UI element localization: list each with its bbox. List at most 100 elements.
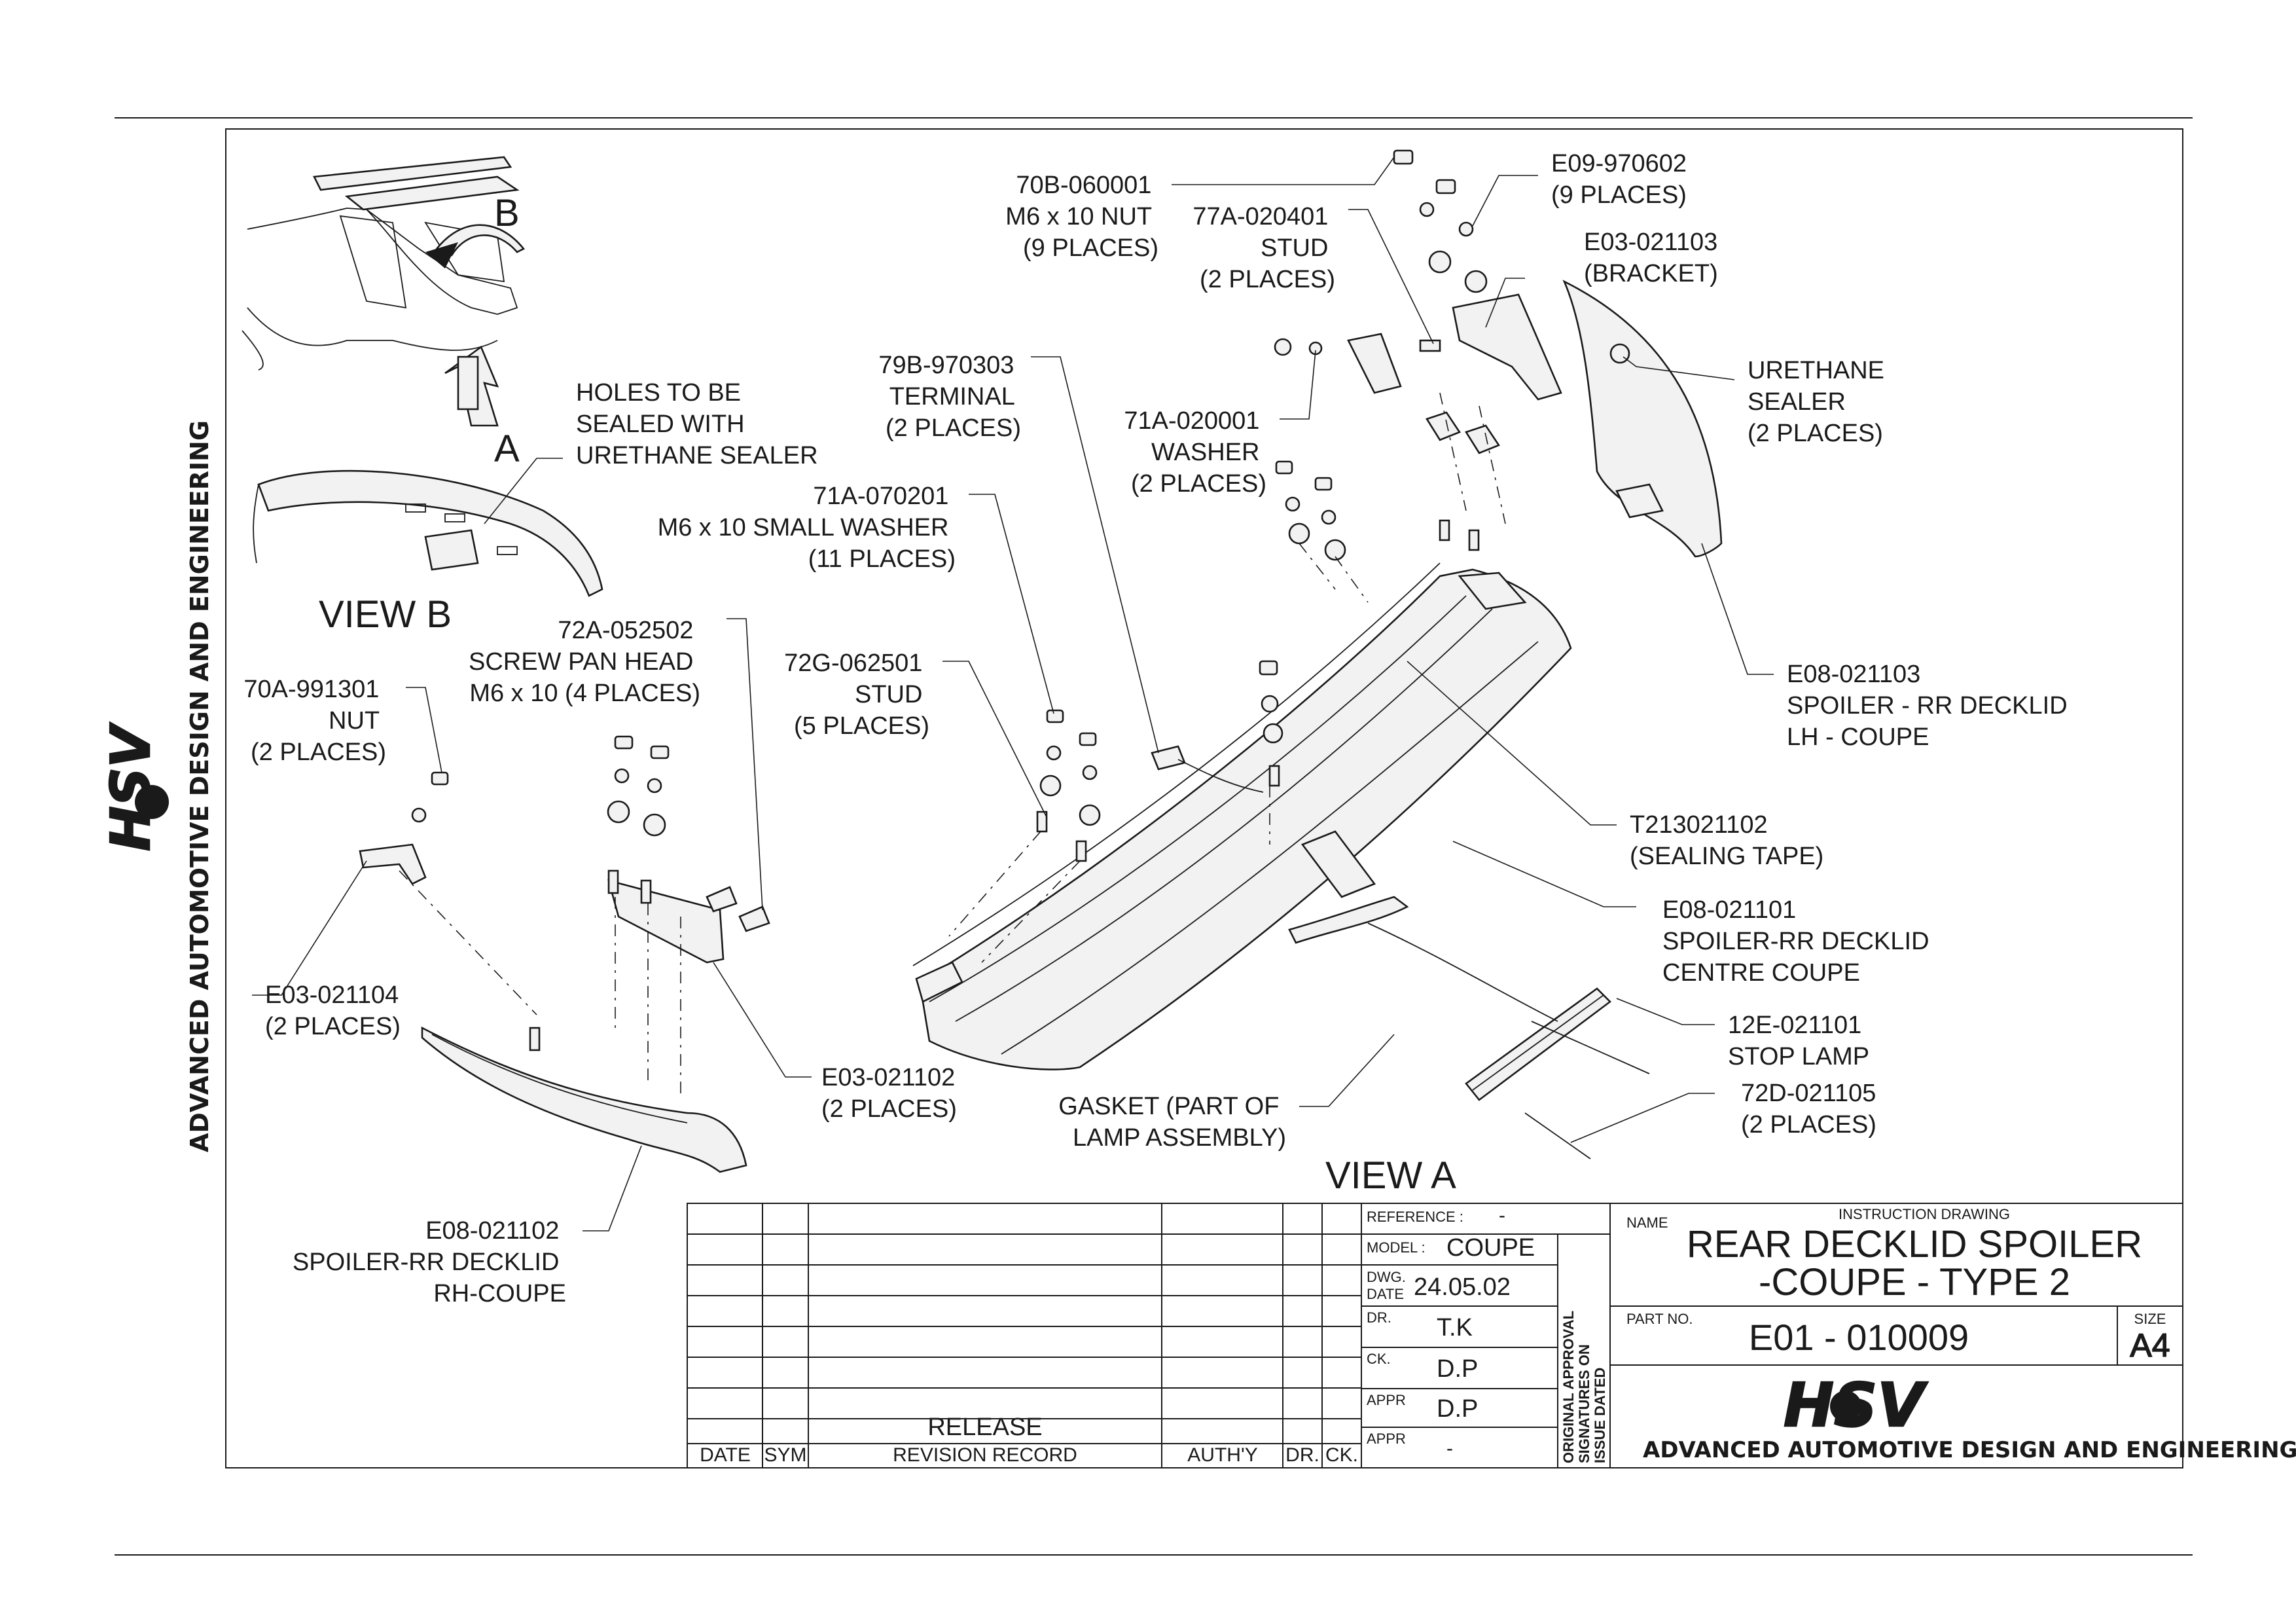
lamp-housing — [1300, 830, 1376, 898]
view-b-spoiler — [253, 469, 603, 597]
screw-rh-2 — [738, 905, 770, 932]
car-illustration — [242, 156, 526, 427]
view-b-hole-2 — [444, 513, 465, 522]
view-a-arrow-tail — [457, 356, 479, 410]
size-value: A4 — [2130, 1327, 2170, 1364]
centre-spoiler-edge-2 — [955, 608, 1493, 1022]
nut-mid-1 — [1275, 460, 1293, 475]
nut-mid-2 — [1314, 477, 1333, 491]
view-b-hole-1 — [405, 503, 426, 513]
washer-rh-1 — [614, 768, 630, 784]
callout-72a-052502: 72A-052502 SCREW PAN HEAD M6 x 10 (4 PLA… — [469, 617, 700, 707]
spoiler-left-cap — [915, 961, 963, 1003]
callout-e09-970602: E09-970602 (9 PLACES) — [1551, 150, 1694, 209]
callout-holes-to-be-sealed: HOLES TO BE SEALED WITH URETHANE SEALER — [576, 379, 818, 469]
nut-rh-1 — [614, 735, 634, 750]
spacer-mid-1 — [1288, 522, 1310, 545]
ck-value: D.P — [1437, 1355, 1478, 1383]
spacer-rh-1 — [607, 800, 630, 824]
title-block — [1361, 1203, 2183, 1468]
dwg-label-1: DWG. — [1367, 1269, 1406, 1285]
dwg-label-2: DATE — [1367, 1286, 1404, 1302]
callout-urethane-sealer: URETHANE SEALER (2 PLACES) — [1748, 357, 1892, 447]
revision-header-ck: CK. — [1325, 1444, 1358, 1466]
stop-lamp-lens — [1472, 994, 1604, 1091]
stop-lamp — [1367, 922, 1650, 1159]
sealing-tape — [912, 562, 1441, 966]
callout-labels: 70B-060001 M6 x 10 NUT (9 PLACES) E09-97… — [243, 150, 2074, 1307]
side-logo-emblem — [135, 785, 169, 819]
lamp-screw-1 — [1531, 1021, 1650, 1074]
revision-header-dr: DR. — [1285, 1444, 1319, 1466]
appr2-value: - — [1446, 1438, 1453, 1459]
view-b-arrowhead — [425, 242, 458, 268]
revision-header-record: REVISION RECORD — [893, 1444, 1077, 1466]
washer-mid-1 — [1285, 496, 1300, 512]
stud-rh-1 — [607, 869, 619, 894]
washer-centre — [1261, 695, 1279, 713]
view-b-title: VIEW B — [319, 593, 452, 636]
stud-centre — [1268, 765, 1280, 787]
spacer-left-1 — [1039, 775, 1062, 797]
trunk-opening — [339, 215, 407, 309]
callout-e08-021103: E08-021103 SPOILER - RR DECKLID LH - COU… — [1787, 661, 2074, 751]
callout-gasket: GASKET (PART OF LAMP ASSEMBLY) — [1058, 1093, 1286, 1152]
view-b-spoiler-end — [253, 484, 259, 564]
callout-70b-060001: 70B-060001 M6 x 10 NUT (9 PLACES) — [1005, 172, 1158, 262]
nut-left-1 — [1046, 709, 1064, 723]
nut-left-2 — [1079, 732, 1097, 746]
part-no-value: E01 - 010009 — [1749, 1317, 1969, 1358]
model-label: MODEL : — [1367, 1239, 1426, 1256]
reference-label: REFERENCE : — [1367, 1209, 1463, 1225]
lifted-decklid — [312, 156, 512, 191]
stop-lamp-body — [1465, 987, 1611, 1101]
callout-71a-070201: 71A-070201 M6 x 10 SMALL WASHER (11 PLAC… — [658, 483, 956, 573]
washer-rh-2 — [647, 778, 662, 793]
lh-spoiler — [1562, 280, 1723, 558]
spacer-mid-2 — [1324, 539, 1346, 561]
bracket-assembly — [1274, 149, 1562, 561]
callout-79b-970303: 79B-970303 TERMINAL (2 PLACES) — [878, 352, 1021, 442]
revision-header-sym: SYM — [764, 1444, 806, 1466]
nut-70a — [431, 771, 449, 786]
bracket-small — [1347, 333, 1402, 394]
approval-line-3: ISSUE DATED — [1592, 1368, 1608, 1463]
revision-header-authy: AUTH'Y — [1187, 1444, 1257, 1466]
appr2-label: APPR — [1367, 1431, 1406, 1447]
callout-12e-021101: 12E-021101 STOP LAMP — [1728, 1012, 1869, 1070]
reference-value: - — [1499, 1205, 1505, 1226]
assembly-lines — [399, 392, 1506, 1100]
spacer-top-2 — [1464, 270, 1488, 293]
stud-mid-2 — [1468, 529, 1480, 551]
revision-release: RELEASE — [927, 1413, 1042, 1441]
spoiler-right-pad — [1458, 572, 1527, 610]
drawing-title-line-1: REAR DECKLID SPOILER — [1687, 1223, 2142, 1266]
titleblock-logo-emblem — [1830, 1391, 1861, 1422]
view-b-spoiler-body — [257, 469, 603, 597]
name-label: NAME — [1626, 1214, 1668, 1231]
rh-spoiler — [359, 735, 770, 1173]
washer-71a-1 — [1274, 338, 1292, 356]
callout-e03-021104: E03-021104 (2 PLACES) — [265, 981, 406, 1040]
titleblock-logo-text: HSV — [1784, 1370, 1928, 1440]
terminal-79b — [1151, 745, 1186, 771]
rh-spoiler-edge — [431, 1034, 688, 1123]
lifted-spoiler — [344, 175, 520, 211]
lamp-screw-2 — [1524, 1112, 1591, 1159]
spacer-top-1 — [1428, 250, 1452, 274]
nut-top-1 — [1393, 149, 1414, 165]
lh-spoiler-clip — [1615, 483, 1664, 519]
screw-head-2 — [1465, 424, 1500, 454]
centre-hardware — [1036, 660, 1283, 862]
dr-value: T.K — [1437, 1314, 1473, 1341]
arrow-a-label: A — [494, 428, 520, 470]
approval-line-1: ORIGINAL APPROVAL — [1560, 1311, 1577, 1463]
car-lower-line — [247, 307, 498, 351]
centre-spoiler — [912, 562, 1572, 1070]
stud-rh-2 — [640, 879, 652, 904]
rh-spoiler-stud — [529, 1027, 541, 1051]
callout-e03-021103: E03-021103 (BRACKET) — [1584, 228, 1725, 287]
callout-t213021102: T213021102 (SEALING TAPE) — [1630, 811, 1823, 870]
callout-71a-020001: 71A-020001 WASHER (2 PLACES) — [1124, 407, 1266, 498]
